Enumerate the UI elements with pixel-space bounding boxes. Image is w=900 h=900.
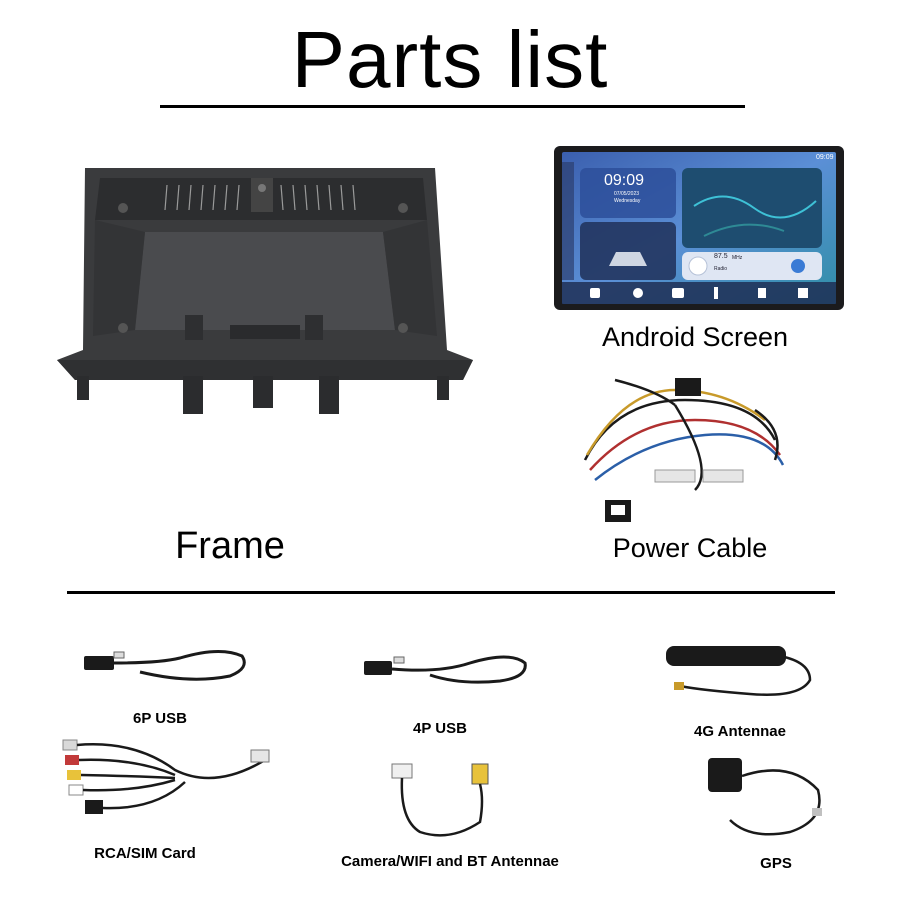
radio-unit: MHz	[732, 255, 743, 261]
android-screen-image: 09:09 09:09 07/05/2023 Wednesday 87.5 MH…	[554, 146, 844, 310]
usb4-image	[360, 645, 530, 690]
screen-weekday: Wednesday	[614, 198, 641, 204]
screen-clock: 09:09	[604, 172, 645, 189]
radio-label: Radio	[714, 266, 728, 272]
title-underline	[160, 105, 745, 108]
rca-sim-image	[55, 720, 275, 830]
power-cable-label: Power Cable	[612, 533, 768, 563]
antenna4g-label: 4G Antennae	[694, 723, 786, 740]
usb4-label: 4P USB	[413, 720, 467, 737]
status-time: 09:09	[816, 154, 834, 161]
android-screen-label: Android Screen	[601, 322, 789, 352]
radio-freq: 87.5	[714, 253, 728, 260]
screen-date: 07/05/2023	[614, 191, 640, 197]
usb6-label: 6P USB	[133, 710, 187, 727]
rca-sim-label: RCA/SIM Card	[94, 845, 196, 862]
frame-image	[55, 160, 475, 420]
antenna4g-image	[660, 640, 820, 700]
power-cable-image	[575, 360, 790, 530]
camera-wifi-bt-image	[380, 760, 510, 845]
gps-image	[700, 750, 830, 845]
usb6-image	[80, 638, 250, 688]
camera-wifi-bt-label: Camera/WIFI and BT Antennae	[341, 853, 559, 870]
section-divider	[67, 591, 835, 594]
gps-label: GPS	[760, 855, 792, 872]
frame-label: Frame	[175, 525, 285, 567]
page-title: Parts list	[291, 15, 609, 104]
